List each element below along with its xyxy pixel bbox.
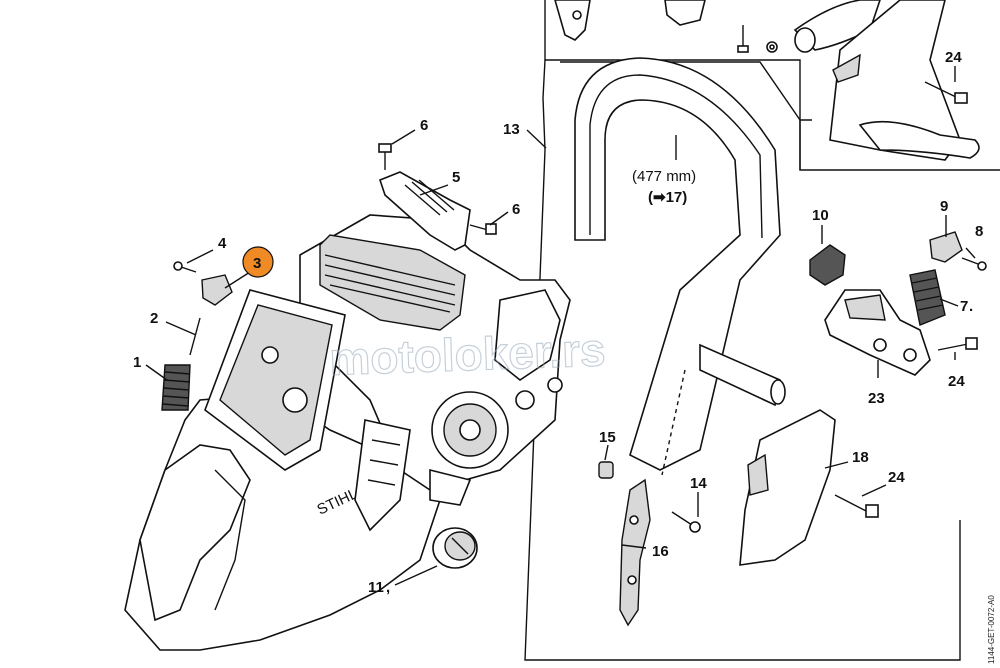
callout-6-top: 6 — [420, 117, 428, 134]
decompression-valve-part — [429, 468, 472, 506]
top-bracket-part — [554, 0, 591, 41]
callout-7-number: 7 — [960, 298, 968, 315]
buffer-part-10 — [809, 244, 846, 286]
callout-24-lower: 24 — [888, 469, 905, 486]
guard-part-18 — [739, 409, 836, 566]
carburetor-plate — [204, 289, 411, 532]
callout-6-right: 6 — [512, 201, 520, 218]
callout-9: 9 — [940, 198, 948, 215]
cylinder-mount-part-5 — [379, 171, 471, 251]
callout-13: 13 — [503, 121, 520, 138]
screw-part-4 — [173, 261, 197, 273]
top-mount-cylinder-part — [793, 0, 881, 53]
callout-14: 14 — [690, 475, 707, 492]
screw-6-right — [469, 223, 497, 235]
callout-10: 10 — [812, 207, 829, 224]
leader-lines — [145, 66, 976, 586]
top-handle-grip-part — [664, 0, 706, 26]
callout-23: 23 — [868, 390, 885, 407]
callout-8: 8 — [975, 223, 983, 240]
callout-11: 11 , — [368, 579, 390, 596]
callout-11-suffix: , — [386, 579, 390, 596]
callout-24-top: 24 — [945, 49, 962, 66]
top-right-guard-part — [829, 0, 980, 161]
screw-24-right — [937, 337, 978, 351]
callout-3: 3 — [253, 255, 261, 272]
handlebar-reference-note: (➡17) — [648, 189, 687, 206]
screw-part-14 — [671, 511, 701, 533]
top-bolt-part — [737, 25, 778, 53]
callout-7-suffix: . — [969, 298, 973, 315]
mount-part-9 — [929, 231, 963, 263]
spring-part-1 — [161, 364, 191, 411]
engine-block — [299, 214, 571, 491]
bushing-part-15 — [598, 461, 614, 479]
callout-labels: 1 2 3 4 5 6 6 11 , 13 15 14 16 18 24 10 … — [133, 49, 983, 596]
bracket-part-16 — [619, 478, 651, 627]
bracket-part-23 — [824, 289, 931, 376]
callout-3-highlight — [242, 246, 274, 278]
top-right-panel-frame — [799, 120, 1000, 171]
callout-24-right: 24 — [948, 373, 965, 390]
callout-4: 4 — [218, 235, 227, 252]
screw-24-lower — [834, 494, 879, 518]
callout-7: 7 . — [960, 298, 973, 315]
handlebar-length-note: (477 mm) — [632, 168, 696, 185]
watermark-text: motoloker.rs — [329, 323, 607, 385]
callout-18: 18 — [852, 449, 869, 466]
callout-5: 5 — [452, 169, 460, 186]
image-code: 1144-GET-0072-A0 — [987, 595, 996, 664]
handlebar-part-13 — [574, 57, 786, 476]
screw-6-top — [378, 143, 392, 170]
screw-24-top — [924, 81, 968, 104]
cap-part-11 — [432, 527, 478, 569]
callout-2: 2 — [150, 310, 158, 327]
pin-part-2 — [189, 317, 201, 356]
callout-16: 16 — [652, 543, 669, 560]
screw-part-8 — [961, 257, 987, 271]
spring-part-7 — [909, 269, 946, 326]
grommet-part-3 — [201, 274, 233, 306]
callout-15: 15 — [599, 429, 616, 446]
callout-1: 1 — [133, 354, 141, 371]
callout-11-number: 11 — [368, 579, 384, 596]
